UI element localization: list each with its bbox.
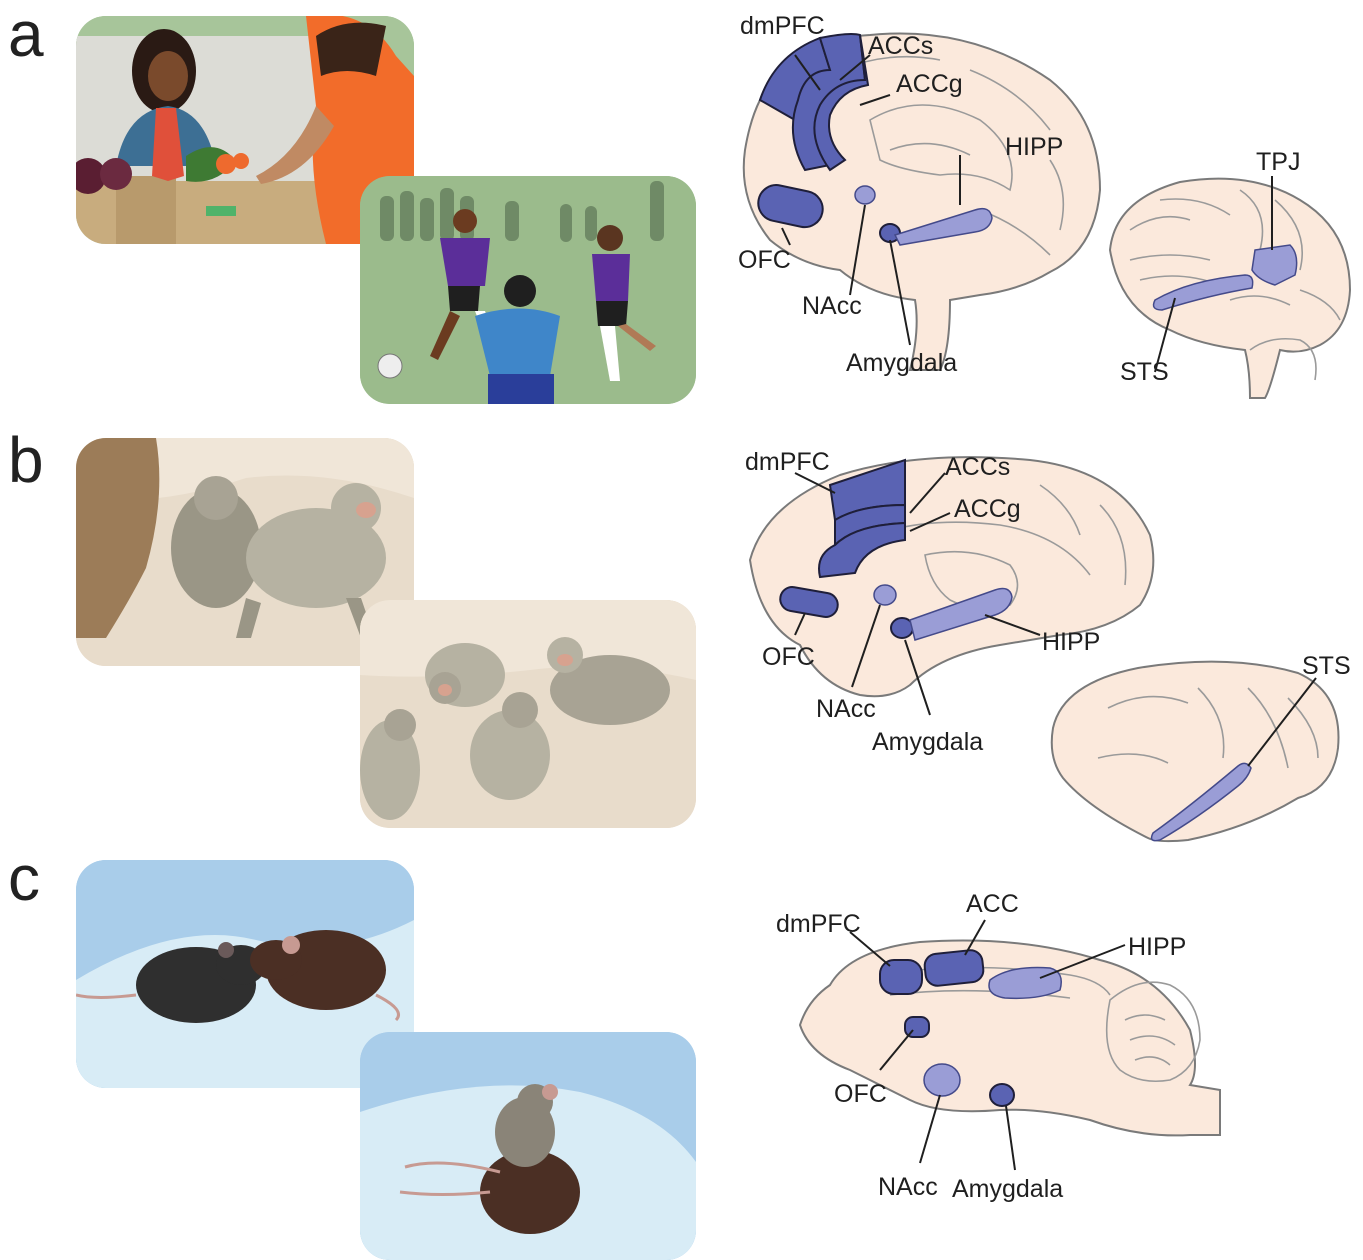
human-soccer-scene-icon: [360, 176, 696, 404]
mouse-brain-sagittal-diagram: dmPFC ACC HIPP OFC NAcc Amygdala: [770, 880, 1230, 1200]
label-nacc: NAcc: [816, 695, 876, 723]
mouse-huddle-scene-icon: [360, 1032, 696, 1260]
region-amygdala: [990, 1084, 1014, 1106]
region-nacc: [874, 585, 896, 605]
label-nacc: NAcc: [878, 1173, 938, 1201]
label-ofc: OFC: [738, 246, 791, 274]
region-acc: [923, 949, 984, 987]
monkey-brain-lateral-diagram: STS: [1048, 648, 1358, 848]
label-tpj: TPJ: [1256, 148, 1300, 176]
label-hipp: HIPP: [1128, 933, 1186, 961]
human-brain-sagittal-diagram: dmPFC ACCs ACCg HIPP OFC NAcc Amygdala: [720, 10, 1140, 380]
label-dmpfc: dmPFC: [776, 910, 861, 938]
monkey-group-scene-icon: [360, 600, 696, 828]
region-nacc: [924, 1064, 960, 1096]
panel-letter-b: b: [8, 428, 44, 492]
label-hipp: HIPP: [1005, 133, 1063, 161]
label-dmpfc: dmPFC: [745, 448, 830, 476]
label-sts: STS: [1120, 358, 1169, 386]
panel-letter-c: c: [8, 846, 40, 910]
label-nacc: NAcc: [802, 292, 862, 320]
label-accg: ACCg: [954, 495, 1021, 523]
label-ofc: OFC: [834, 1080, 887, 1108]
label-amygdala: Amygdala: [846, 349, 957, 377]
region-nacc: [855, 186, 875, 204]
label-sts: STS: [1302, 652, 1351, 680]
label-amygdala: Amygdala: [872, 728, 983, 756]
label-ofc: OFC: [762, 643, 815, 671]
human-brain-lateral-diagram: TPJ STS: [1100, 140, 1360, 400]
label-accg: ACCg: [896, 70, 963, 98]
label-acc: ACC: [966, 890, 1019, 918]
panel-letter-a: a: [8, 2, 44, 66]
label-dmpfc: dmPFC: [740, 12, 825, 40]
region-dmpfc: [880, 960, 922, 994]
label-amygdala: Amygdala: [952, 1175, 1063, 1203]
label-accs: ACCs: [868, 32, 933, 60]
label-accs: ACCs: [945, 453, 1010, 481]
